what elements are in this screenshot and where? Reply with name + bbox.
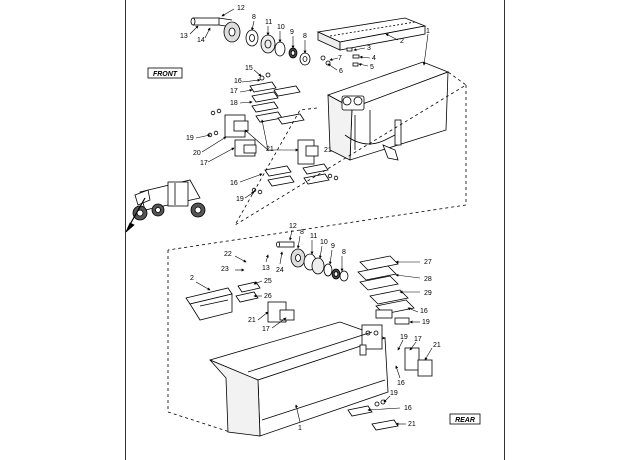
- callout: 12: [237, 5, 245, 12]
- callout: 21: [433, 342, 441, 349]
- pin-part: [190, 17, 233, 28]
- callout: 19: [390, 390, 398, 397]
- callout: 17: [230, 88, 238, 95]
- callout: 19: [186, 135, 194, 142]
- boom-section-front: [327, 61, 450, 161]
- callout: 4: [372, 55, 376, 62]
- callout: 15: [245, 65, 253, 72]
- callout: 21: [324, 147, 332, 154]
- callout: 29: [424, 290, 432, 297]
- callout: 1: [426, 28, 430, 35]
- front-assembly: [167, 17, 467, 251]
- front-callouts: 12 8 11 10 9 8 13 14 2 1 3 7 4 5 6 15 16…: [180, 5, 430, 203]
- callout: 22: [224, 251, 232, 258]
- callout: 28: [424, 276, 432, 283]
- slide-bar-part: [316, 17, 427, 51]
- callout: 16: [420, 308, 428, 315]
- rear-leaders: [195, 229, 433, 426]
- frame-border-right: [504, 0, 505, 460]
- boom-section-rear: [208, 321, 389, 437]
- callout: 9: [331, 243, 335, 250]
- roller-stack: [223, 21, 311, 66]
- wear-pads-front: [207, 72, 339, 195]
- callout: 2: [190, 275, 194, 282]
- callout: 6: [339, 68, 343, 75]
- callout: 8: [252, 14, 256, 21]
- rear-assembly: [167, 241, 433, 437]
- callout: 20: [193, 150, 201, 157]
- callout: 16: [397, 380, 405, 387]
- callout: 19: [422, 319, 430, 326]
- callout: 11: [310, 233, 317, 240]
- callout: 13: [262, 265, 270, 272]
- front-view-tag: FRONT: [147, 67, 183, 79]
- rear-slide-bar: [185, 287, 233, 321]
- callout: 9: [290, 29, 294, 36]
- rear-view-tag: REAR: [449, 413, 481, 425]
- callout: 25: [264, 278, 272, 285]
- callout: 26: [264, 293, 272, 300]
- callout: 17: [200, 160, 208, 167]
- front-leaders: [189, 8, 429, 199]
- callout: 16: [234, 78, 242, 85]
- callout: 17: [414, 336, 422, 343]
- callout: 12: [289, 223, 297, 230]
- callout: 16: [404, 405, 412, 412]
- callout: 8: [300, 229, 304, 236]
- callout: 18: [230, 100, 238, 107]
- callout: 19: [236, 196, 244, 203]
- callout: 21: [266, 146, 274, 153]
- frame-border-left: [125, 0, 126, 460]
- callout: 23: [221, 266, 229, 273]
- callout: 8: [303, 33, 307, 40]
- front-view-label: FRONT: [153, 71, 178, 78]
- callout: 19: [400, 334, 408, 341]
- callout: 1: [298, 425, 302, 432]
- callout: 2: [400, 38, 404, 45]
- callout: 24: [276, 267, 284, 274]
- callout: 27: [424, 259, 432, 266]
- callout: 10: [320, 239, 328, 246]
- callout: 21: [248, 317, 256, 324]
- callout: 14: [197, 37, 205, 44]
- rear-callouts: 12 8 11 10 9 8 22 23 13 24 2 25 26 21 17…: [190, 223, 441, 432]
- callout: 8: [342, 249, 346, 256]
- callout: 13: [180, 33, 188, 40]
- small-hardware: [320, 47, 360, 67]
- callout: 10: [277, 24, 285, 31]
- rear-roller-stack: [290, 248, 349, 282]
- telehandler-vehicle: [125, 179, 206, 233]
- callout: 17: [262, 326, 270, 333]
- rear-pin-part: [276, 241, 295, 248]
- front-hidden-outline: [233, 71, 467, 227]
- callout: 16: [230, 180, 238, 187]
- callout: 11: [265, 19, 272, 26]
- callout: 5: [370, 64, 374, 71]
- callout: 3: [367, 45, 371, 52]
- callout: 7: [338, 55, 342, 62]
- callout: 21: [408, 421, 416, 428]
- rear-view-label: REAR: [455, 417, 475, 424]
